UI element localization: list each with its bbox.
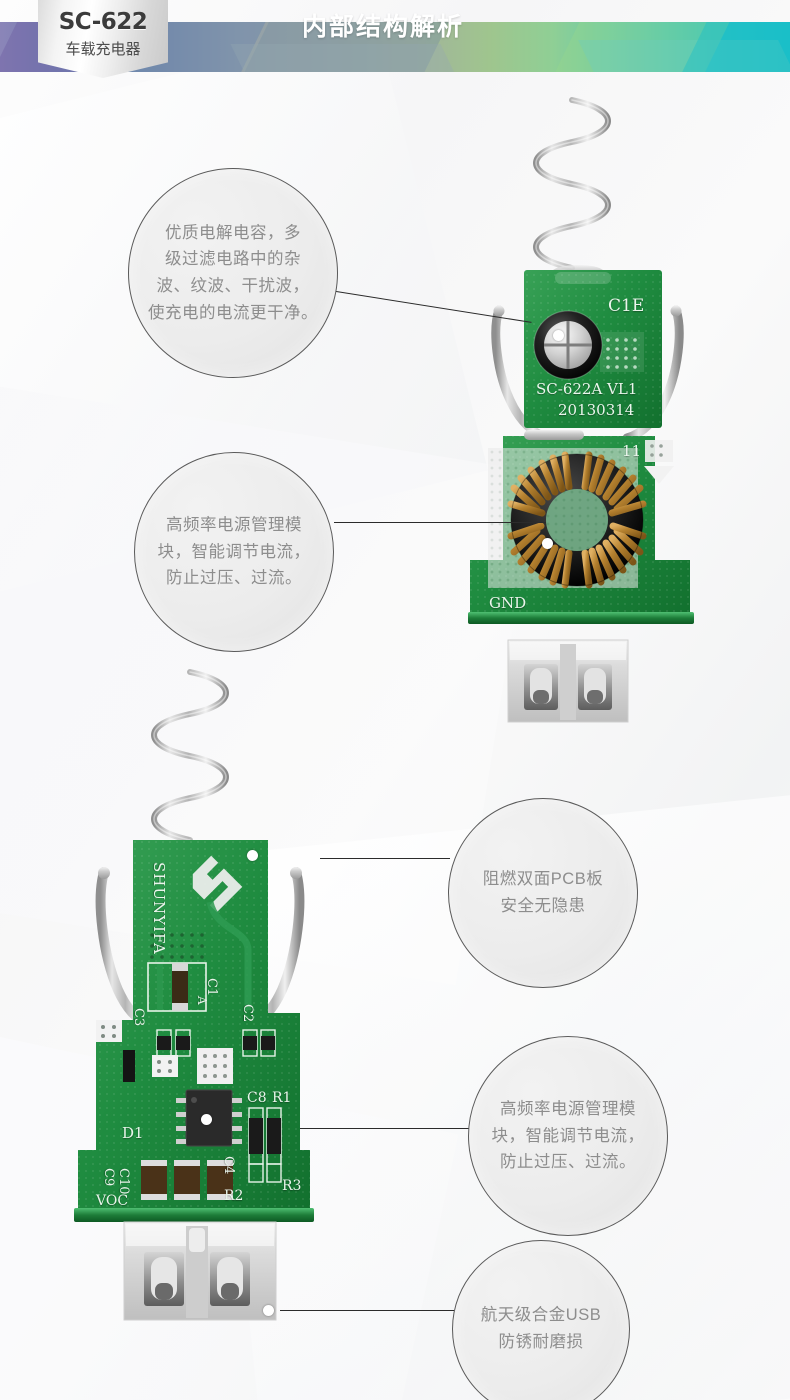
spring-contact-bottom [151,669,229,843]
silkscreen-label: C3 [131,1008,146,1027]
toroidal-inductor [507,450,647,590]
silkscreen-label: R1 [272,1090,292,1106]
silkscreen-label: 20130314 [558,401,635,419]
callout-text: 航天级合金USB 防锈耐磨损 [480,1306,602,1351]
spring-clip-right-top [622,305,684,443]
silkscreen-label: R2 [224,1188,244,1204]
silkscreen-label: D1 [122,1124,144,1142]
silkscreen-label: 11 [622,442,642,460]
callout-text: 优质电解电容，多 级过滤电路中的杂 波、纹波、干扰波， 使充电的电流更干净。 [148,223,318,322]
silkscreen-label: R3 [282,1178,302,1194]
silkscreen-label: C9 [101,1168,116,1187]
model-number: SC-622 [58,9,148,35]
callout-power-management-bottom: 高频率电源管理模 块，智能调节电流， 防止过压、过流。 [468,1036,668,1236]
silkscreen-label: C8 [247,1090,267,1106]
hotspot-marker [553,330,564,341]
callout-leader-line [300,1128,470,1129]
callout-power-management-top: 高频率电源管理模 块，智能调节电流， 防止过压、过流。 [134,452,334,652]
callout-text: 高频率电源管理模 块，智能调节电流， 防止过压、过流。 [491,1099,645,1172]
brand-silkscreen: SHUNYIFA [150,862,168,955]
callout-text: 高频率电源管理模 块，智能调节电流， 防止过压、过流。 [157,515,311,588]
electrolytic-capacitor [533,310,603,380]
silkscreen-label: VOC [96,1193,129,1209]
brand-logo-icon [192,855,243,913]
product-model-ribbon: SC-622 车载充电器 [38,0,168,78]
callout-electrolytic-capacitor: 优质电解电容，多 级过滤电路中的杂 波、纹波、干扰波， 使充电的电流更干净。 [128,168,338,378]
callout-leader-line [280,1310,454,1311]
silkscreen-label: GND [489,594,527,612]
callout-flame-retardant-pcb: 阻燃双面PCB板 安全无隐患 [448,798,638,988]
silkscreen-label: A [195,996,209,1005]
product-category-label: 车载充电器 [65,41,141,58]
silkscreen-label: C1E [608,296,645,316]
page-title: 内部结构解析 [302,13,465,41]
main-pcb-board [74,840,314,1222]
silkscreen-label: C1 [204,978,219,997]
silkscreen-label: C4 [221,1156,236,1175]
hotspot-marker [247,850,258,861]
callout-text: 阻燃双面PCB板 安全无隐患 [482,870,604,915]
usb-port-top [507,639,629,723]
callout-aerospace-alloy-usb: 航天级合金USB 防锈耐磨损 [452,1240,630,1400]
hotspot-marker [263,1305,274,1316]
silkscreen-label: C10 [116,1168,131,1195]
hotspot-marker [542,538,553,549]
hotspot-marker [201,1114,212,1125]
callout-leader-line [320,858,450,859]
usb-port-bottom [123,1221,277,1321]
spring-contact-top [533,97,611,279]
callout-leader-line [334,522,546,523]
silkscreen-label: SC-622A VL1 [536,380,638,398]
silkscreen-label: C2 [240,1004,255,1023]
